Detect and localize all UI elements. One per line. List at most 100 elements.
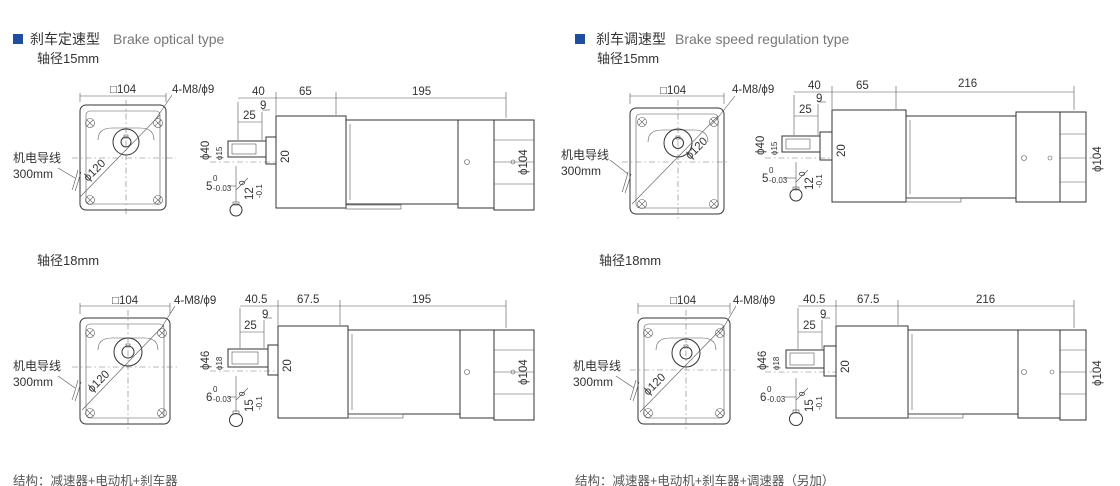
section-title-cn: 刹车定速型 (30, 31, 100, 47)
wire-length: 300mm (573, 375, 613, 389)
dim-shaft-dia: ϕ15 (215, 146, 224, 160)
dim-key-width-tol: -0.03 (213, 184, 232, 193)
dim-shaft-length: 25 (803, 320, 816, 332)
front-view: ϕ120 机电导线 300mm □104 4-M8/ϕ9 (13, 84, 214, 215)
dim-key-height-tol-upper: 0 (798, 171, 807, 176)
wire-label: 机电导线 (573, 359, 621, 373)
dim-body-dia: ϕ104 (1092, 360, 1104, 386)
dim-keyway-offset: 9 (820, 309, 826, 321)
dim-gearbox-length: 67.5 (857, 294, 879, 306)
dim-key-width: 5 (762, 173, 768, 185)
section-title-cn: 刹车调速型 (596, 31, 666, 47)
dim-keyway-offset: 9 (260, 100, 266, 112)
section-brake-speed-regulation: 刹车调速型 Brake speed regulation type 结构：减速器… (561, 31, 1104, 486)
dim-key-width: 6 (760, 392, 766, 404)
dim-gearbox-length: 65 (299, 86, 312, 98)
square-dim: □104 (660, 85, 687, 97)
dim-key-width-tol: -0.03 (213, 395, 232, 404)
dim-keyway-offset: 9 (262, 309, 268, 321)
dim-key-height-tol: -0.1 (815, 174, 824, 188)
section-title-en: Brake optical type (113, 31, 224, 47)
dim-key-width-tol: -0.03 (767, 395, 786, 404)
dim-key-width-tol-upper: 0 (769, 166, 774, 175)
side-view: 40.5 67.5 216 25 9 ϕ46 ϕ18 20 ϕ104 6 0 -… (757, 294, 1104, 426)
bolt-dim: 4-M8/ϕ9 (172, 84, 214, 96)
dim-motor-length: 195 (412, 294, 431, 306)
dim-pilot-dia: ϕ40 (755, 136, 767, 155)
shaft-diameter-label: 轴径15mm (597, 51, 659, 66)
section-brake-fixed-speed: 刹车定速型 Brake optical type 结构：减速器+电动机+刹车器 … (13, 31, 535, 486)
front-view: ϕ120 机电导线 300mm □104 4-M8/ϕ9 (561, 84, 774, 220)
dim-pilot-depth: 20 (282, 359, 294, 372)
drawing-variant-18mm: 轴径18mm ϕ120 机电导线 300mm (573, 253, 1104, 430)
dim-key-height-tol: -0.1 (255, 184, 264, 198)
drawing-variant-18mm: 轴径18mm ϕ120 机电导线 300mm (13, 253, 535, 430)
section-title-en: Brake speed regulation type (675, 31, 850, 47)
section-bullet-icon (13, 34, 23, 44)
side-view: 40.5 67.5 195 25 9 ϕ46 ϕ18 20 ϕ104 6 0 -… (200, 294, 535, 427)
side-view: 40 65 195 25 9 ϕ40 ϕ15 20 ϕ104 5 0 -0.03 (200, 86, 535, 217)
dim-motor-length: 216 (976, 294, 995, 306)
dim-shaft-dia: ϕ18 (772, 356, 781, 370)
shaft-diameter-label: 轴径18mm (599, 253, 661, 268)
section-footer: 结构：减速器+电动机+刹车器+调速器（另加） (575, 473, 834, 486)
dim-key-height-tol-upper: 0 (798, 391, 807, 396)
dim-pilot-dia: ϕ40 (200, 141, 212, 160)
dim-shaft-dia: ϕ18 (215, 356, 224, 370)
dim-key-height: 12 (244, 187, 256, 200)
dim-pilot-depth: 20 (280, 150, 292, 163)
dim-key-height-tol-upper: 0 (238, 391, 247, 396)
dim-key-height: 15 (804, 399, 816, 412)
bolt-dim: 4-M8/ϕ9 (174, 295, 216, 307)
dim-pilot-depth: 20 (840, 360, 852, 373)
dim-key-height-tol: -0.1 (815, 396, 824, 410)
dim-pilot-depth: 20 (836, 144, 848, 157)
dim-flange-length: 40 (252, 86, 265, 98)
dim-flange-length: 40.5 (803, 294, 825, 306)
dim-key-width-tol-upper: 0 (213, 174, 218, 183)
dim-body-dia: ϕ104 (518, 359, 530, 385)
dim-key-width: 5 (206, 181, 212, 193)
dim-motor-length: 195 (412, 86, 431, 98)
shaft-diameter-label: 轴径18mm (37, 253, 99, 268)
bolt-dim: 4-M8/ϕ9 (733, 295, 775, 307)
dim-shaft-length: 25 (799, 104, 812, 116)
front-view: ϕ120 机电导线 300mm □104 4-M8/ϕ9 (573, 295, 775, 430)
wire-length: 300mm (561, 164, 601, 178)
dim-key-height-tol-upper: 0 (238, 180, 247, 185)
dim-flange-length: 40.5 (245, 294, 267, 306)
square-dim: □104 (112, 295, 139, 307)
drawing-variant-15mm: 轴径15mm ϕ120 机电导线 300mm (561, 51, 1104, 220)
dim-shaft-length: 25 (243, 110, 256, 122)
dim-body-dia: ϕ104 (518, 149, 530, 175)
dim-key-height: 15 (244, 399, 256, 412)
wire-length: 300mm (13, 375, 53, 389)
wire-label: 机电导线 (561, 148, 609, 162)
dim-pilot-dia: ϕ46 (757, 351, 769, 370)
dim-pilot-dia: ϕ46 (200, 351, 212, 370)
dim-shaft-length: 25 (244, 320, 257, 332)
dim-flange-length: 40 (808, 80, 821, 92)
bolt-dim: 4-M8/ϕ9 (732, 84, 774, 96)
section-bullet-icon (575, 34, 585, 44)
dim-gearbox-length: 65 (856, 80, 869, 92)
dim-key-width-tol: -0.03 (769, 176, 788, 185)
wire-label: 机电导线 (13, 151, 61, 165)
dim-shaft-dia: ϕ15 (770, 141, 779, 155)
drawing-variant-15mm: 轴径15mm ϕ120 机电导线 300mm (13, 51, 535, 217)
square-dim: □104 (670, 295, 697, 307)
side-view: 40 65 216 25 9 ϕ40 ϕ15 20 ϕ104 5 0 -0.03 (755, 78, 1104, 203)
dim-key-width-tol-upper: 0 (767, 385, 772, 394)
front-view: ϕ120 机电导线 300mm □104 4-M8/ϕ9 (13, 295, 216, 430)
dim-key-width-tol-upper: 0 (213, 385, 218, 394)
dim-body-dia: ϕ104 (1092, 146, 1104, 172)
dim-key-height-tol: -0.1 (255, 396, 264, 410)
shaft-diameter-label: 轴径15mm (37, 51, 99, 66)
square-dim: □104 (110, 84, 137, 96)
dim-gearbox-length: 67.5 (297, 294, 319, 306)
dim-keyway-offset: 9 (816, 93, 822, 105)
wire-label: 机电导线 (13, 359, 61, 373)
dim-key-height: 12 (804, 177, 816, 190)
dim-motor-length: 216 (958, 78, 977, 90)
